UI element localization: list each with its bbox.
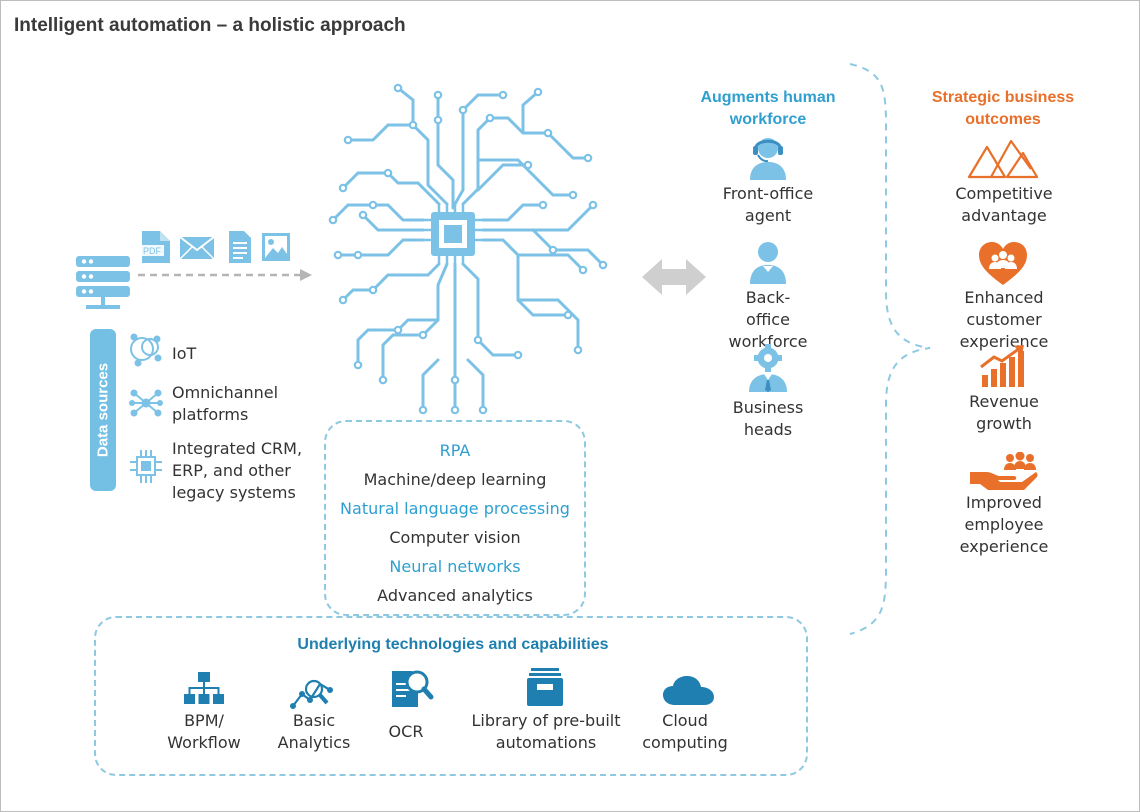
capability-neural-networks: Neural networks bbox=[389, 557, 521, 576]
archive-icon bbox=[527, 668, 563, 706]
page-title: Intelligent automation – a holistic appr… bbox=[14, 15, 406, 36]
data-flow-arrow bbox=[136, 268, 314, 282]
server-icon bbox=[74, 254, 132, 312]
iot-icon bbox=[128, 331, 164, 369]
growth-chart-icon bbox=[980, 345, 1028, 387]
business-head-icon bbox=[746, 344, 790, 392]
tech-cloud-computing: Cloud computing bbox=[642, 711, 728, 752]
technologies-heading: Underlying technologies and capabilities bbox=[297, 636, 609, 653]
capability-machine-learning: Machine/deep learning bbox=[363, 470, 547, 489]
hand-people-icon bbox=[970, 452, 1038, 492]
outcome-customer-experience: Enhanced customer experience bbox=[959, 288, 1049, 351]
chip-icon bbox=[128, 447, 164, 487]
technologies-box bbox=[94, 616, 808, 776]
dashed-brace bbox=[846, 62, 936, 638]
core-capabilities-list: RPA Machine/deep learning Natural langua… bbox=[324, 436, 586, 610]
outcome-competitive-advantage: Competitive advantage bbox=[955, 184, 1053, 225]
workflow-icon bbox=[184, 672, 224, 706]
data-source-omnichannel: Omnichannel platforms bbox=[172, 383, 279, 424]
tech-basic-analytics: Basic Analytics bbox=[277, 711, 351, 752]
data-source-iot: IoT bbox=[172, 344, 197, 363]
tech-ocr: OCR bbox=[388, 722, 424, 741]
workforce-front-office: Front-office agent bbox=[722, 184, 814, 225]
outcome-employee-experience: Improved employee experience bbox=[959, 493, 1049, 556]
pdf-text: PDF bbox=[143, 246, 162, 256]
circuit-head-illustration bbox=[318, 80, 618, 416]
workforce-business-heads: Business heads bbox=[732, 398, 804, 439]
tech-bpm-workflow: BPM/ Workflow bbox=[167, 711, 241, 752]
core-capabilities-box bbox=[324, 420, 586, 616]
mail-icon bbox=[179, 236, 215, 260]
cloud-icon bbox=[663, 676, 715, 706]
data-sources-label: Data sources bbox=[90, 329, 116, 491]
outcome-revenue-growth: Revenue growth bbox=[969, 392, 1039, 433]
tech-library-automations: Library of pre-built automations bbox=[471, 711, 621, 752]
capability-rpa: RPA bbox=[439, 441, 471, 460]
analytics-icon bbox=[290, 672, 336, 710]
workforce-heading: Augments human workforce bbox=[700, 89, 836, 128]
headset-agent-icon bbox=[748, 134, 788, 180]
heart-people-icon bbox=[978, 241, 1028, 287]
image-icon bbox=[261, 232, 291, 262]
network-icon bbox=[128, 385, 164, 421]
capability-advanced-analytics: Advanced analytics bbox=[377, 586, 533, 605]
document-icon bbox=[228, 230, 252, 264]
pdf-icon: PDF bbox=[140, 230, 172, 264]
capability-computer-vision: Computer vision bbox=[389, 528, 521, 547]
mountains-icon bbox=[967, 139, 1039, 179]
outcomes-heading: Strategic business outcomes bbox=[931, 89, 1075, 128]
person-icon bbox=[748, 240, 788, 284]
ocr-icon bbox=[390, 667, 434, 711]
double-arrow bbox=[640, 257, 708, 297]
data-source-legacy: Integrated CRM, ERP, and other legacy sy… bbox=[172, 439, 303, 502]
capability-nlp: Natural language processing bbox=[340, 499, 570, 518]
workforce-back-office: Back- office workforce bbox=[728, 288, 808, 351]
